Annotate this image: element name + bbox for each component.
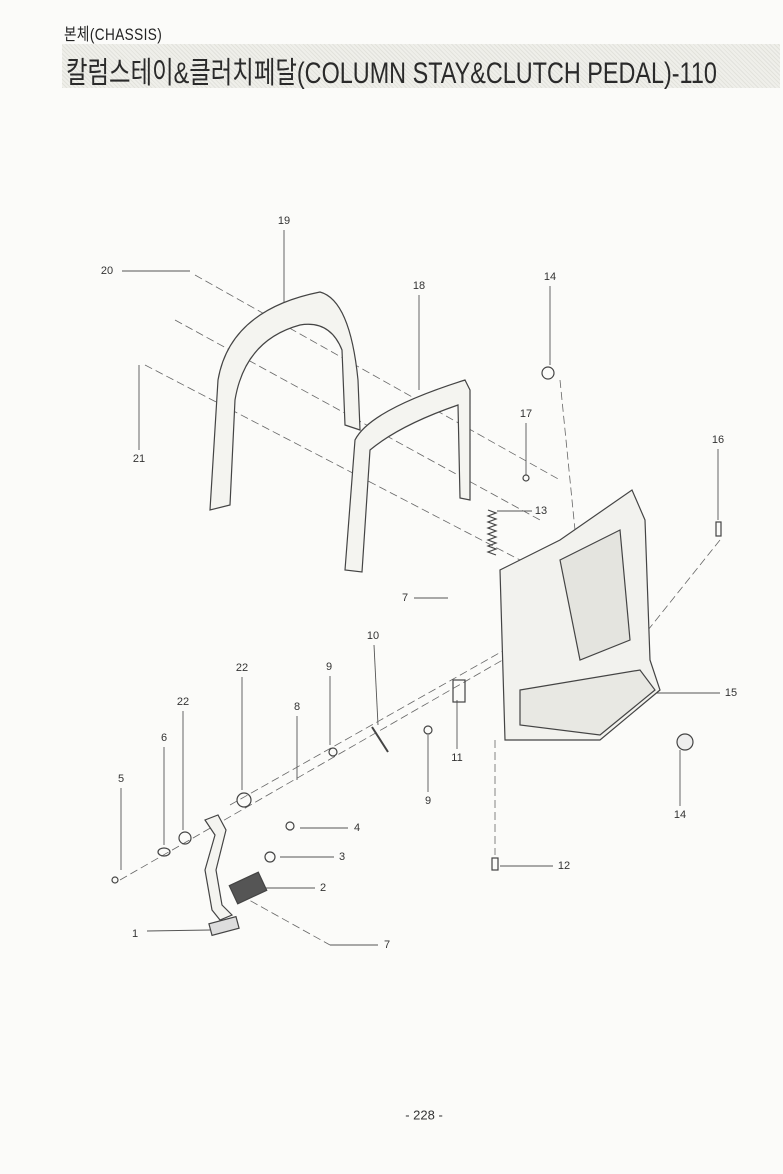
callout-12: 12 (557, 860, 571, 872)
callout-15: 15 (724, 687, 738, 699)
title-bar (62, 44, 780, 88)
callout-7b: 7 (383, 939, 391, 951)
callout-6: 6 (160, 732, 168, 744)
callout-19: 19 (277, 215, 291, 227)
callout-16: 16 (711, 434, 725, 446)
callout-9: 9 (325, 661, 333, 673)
callout-2: 2 (319, 882, 327, 894)
leader-lines (120, 230, 720, 946)
page-title: 칼럼스테이&클러치페달(COLUMN STAY&CLUTCH PEDAL)-11… (66, 57, 717, 90)
callout-4: 4 (353, 822, 361, 834)
callout-14b: 14 (673, 809, 687, 821)
callout-13: 13 (534, 505, 548, 517)
callout-9b: 9 (424, 795, 432, 807)
callout-11: 11 (451, 752, 463, 764)
column-stay-frame-19 (209, 291, 361, 511)
callout-21: 21 (132, 453, 146, 465)
callout-7: 7 (401, 592, 409, 604)
section-heading: 본체(CHASSIS) (64, 25, 163, 44)
callout-22: 22 (235, 662, 249, 674)
callout-18: 18 (412, 280, 426, 292)
cover-panel-18 (344, 379, 471, 573)
callout-3: 3 (338, 851, 346, 863)
clutch-pedal-1 (204, 814, 234, 921)
callout-10: 10 (366, 630, 380, 642)
callout-8: 8 (293, 701, 301, 713)
callout-22b: 22 (176, 696, 190, 708)
callout-5: 5 (117, 773, 125, 785)
callout-1: 1 (131, 928, 139, 940)
page-number: - 228 - (405, 1107, 443, 1123)
pedal-pad-2 (228, 871, 268, 905)
callout-17: 17 (519, 408, 533, 420)
spring-13 (486, 509, 498, 556)
callout-14: 14 (543, 271, 557, 283)
callout-20: 20 (100, 265, 114, 277)
